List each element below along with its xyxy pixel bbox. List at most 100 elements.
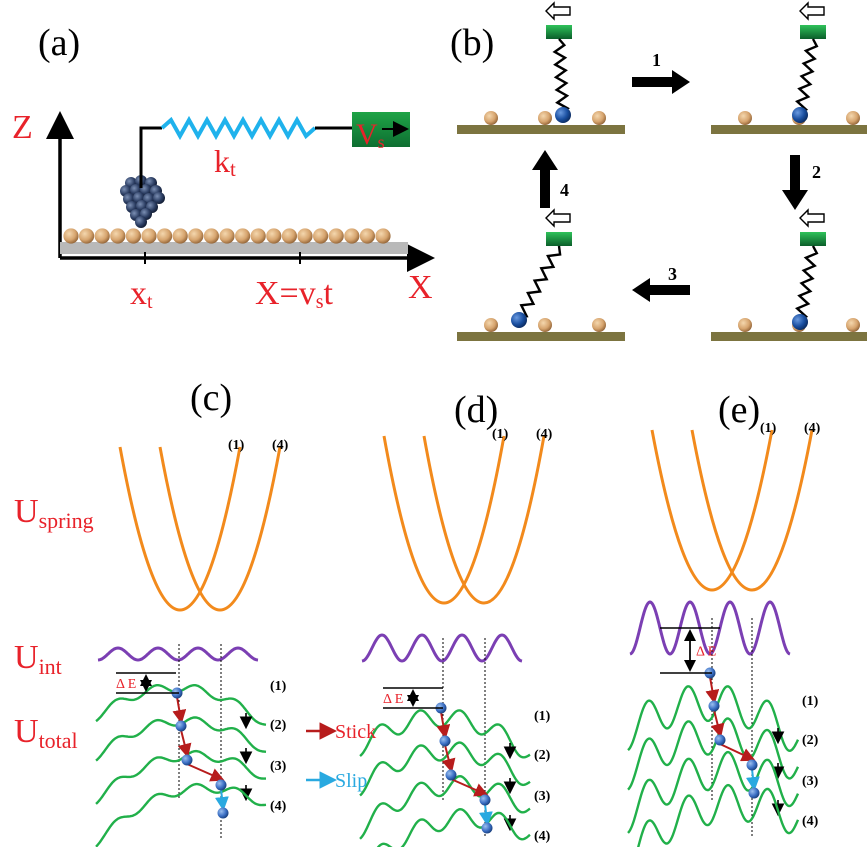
substrate-atom [266, 228, 282, 244]
total-potential-curve [627, 685, 800, 753]
spring-constant-label: kt [214, 143, 236, 181]
step-arrow-4: 4 [532, 150, 569, 208]
spring [160, 115, 317, 141]
tip-atom [792, 107, 808, 123]
surface-atom [484, 318, 498, 332]
panel-a-label: (a) [38, 22, 80, 64]
curve-label: (3) [270, 759, 287, 774]
total-potential-curve [95, 749, 266, 805]
substrate-atoms [63, 228, 391, 244]
tip-state-dot [217, 807, 229, 819]
panel-e-label: (e) [718, 389, 760, 431]
curve-label: (4) [802, 814, 819, 829]
substrate-atom [157, 228, 173, 244]
spring-parabola-4 [690, 429, 814, 592]
surface-atom [846, 111, 860, 125]
svg-text:3: 3 [668, 264, 677, 284]
spring-parabola-4 [158, 446, 282, 612]
surface-bar [457, 125, 625, 134]
tip-state-dot [181, 754, 193, 766]
driving-block [800, 232, 826, 246]
substrate-atom [250, 228, 266, 244]
tip-state-dot [714, 734, 726, 746]
total-potential-curve [359, 741, 531, 797]
curve-label: (4) [270, 799, 287, 814]
spring-parabola-1 [382, 435, 506, 605]
tip-atom [511, 312, 527, 328]
slip-arrow [214, 788, 229, 811]
spring-parabola-4 [422, 435, 546, 605]
total-potential-curve [627, 717, 800, 791]
stick-legend-label: Stick [335, 721, 376, 743]
interaction-potential [361, 633, 523, 663]
panel-b-label: (b) [450, 22, 494, 64]
substrate-atom [172, 228, 188, 244]
velocity-label: Vs [356, 118, 385, 152]
curve-label: (4) [534, 829, 551, 844]
curve-label: (4) [536, 427, 553, 442]
energy-panel: (1)(4)(1)(2)(3)(4)Δ E [95, 438, 289, 847]
substrate-atom [297, 228, 313, 244]
curve-label: (1) [760, 421, 777, 436]
tip-state-dot [481, 822, 493, 834]
substrate-atom [63, 228, 79, 244]
substrate-atom [188, 228, 204, 244]
slip-arrow [478, 803, 493, 826]
curve-label: (1) [270, 679, 287, 694]
curve-label: (1) [802, 694, 819, 709]
energy-panel: (1) (4) (1) (2) (3) (4) Δ E [627, 421, 821, 847]
svg-text:2: 2 [812, 162, 821, 182]
curve-label: (1) [228, 438, 245, 453]
slip-arrow [745, 768, 760, 791]
u-total-label: Utotal [14, 713, 78, 753]
x-axis-label: X [408, 269, 433, 306]
stick-arrow [705, 676, 720, 704]
surface-atom [846, 318, 860, 332]
surface-atom [592, 318, 606, 332]
curve-label: (3) [802, 774, 819, 789]
surface-bar [711, 332, 867, 341]
u-spring-label: Uspring [14, 493, 94, 533]
surface-atom [484, 111, 498, 125]
stick-arrow [177, 729, 192, 758]
tip-spring [514, 245, 562, 319]
svg-text:1: 1 [652, 50, 661, 70]
driving-block [546, 232, 572, 246]
spring-parabola-1 [118, 446, 242, 612]
step-arrow-1: 1 [632, 50, 690, 94]
slip-legend-label: Slip [335, 770, 367, 792]
spring-parabola-1 [650, 429, 774, 592]
tip-position-label: xt [130, 275, 153, 313]
drive-direction-arrow [799, 208, 825, 228]
stick-arrow [450, 778, 489, 797]
substrate-atom [235, 228, 251, 244]
total-potential-curve [627, 750, 800, 834]
tip-state-dot [708, 700, 720, 712]
interaction-potential [629, 600, 791, 656]
curve-label: (3) [534, 789, 551, 804]
step-arrow-3: 3 [632, 264, 690, 302]
tip-state-dot [479, 794, 491, 806]
curve-label: (4) [272, 438, 289, 453]
stick-slip-cycle [457, 1, 867, 341]
legend: Stick Slip [306, 721, 376, 792]
u-int-label: Uint [14, 639, 62, 679]
driving-block [546, 25, 572, 39]
total-potential-curve [95, 782, 267, 847]
total-potential-curve [376, 807, 531, 847]
stick-arrow [436, 711, 451, 739]
curve-label: (1) [534, 709, 551, 724]
z-axis-label: Z [12, 109, 33, 146]
support-position-label: X=vst [255, 275, 334, 313]
curve-label: (4) [804, 421, 821, 436]
curve-label: (2) [534, 748, 551, 763]
cycle-frame [457, 208, 625, 341]
curve-label: (2) [802, 733, 819, 748]
substrate-atom [375, 228, 391, 244]
tip-atom [153, 192, 165, 204]
delta-e-label: Δ E [696, 645, 716, 660]
tip-state-dot [439, 735, 451, 747]
substrate-atom [219, 228, 235, 244]
tip-spring [794, 38, 819, 116]
